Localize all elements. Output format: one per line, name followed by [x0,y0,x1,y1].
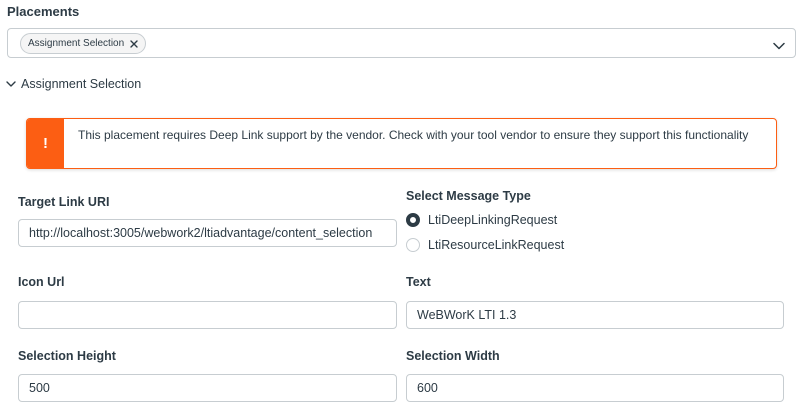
target-link-uri-label: Target Link URI [18,195,110,209]
chevron-down-icon[interactable] [773,38,785,56]
chevron-down-icon [6,77,16,91]
placement-tag[interactable]: Assignment Selection [20,33,147,54]
deep-link-warning-alert: ! This placement requires Deep Link supp… [26,118,777,169]
placements-label: Placements [7,4,80,19]
radio-button-checked[interactable] [406,213,420,227]
warning-icon: ! [27,119,64,168]
remove-tag-icon[interactable] [129,39,139,49]
selection-width-label: Selection Width [406,349,500,363]
radio-label: LtiResourceLinkRequest [428,238,565,252]
selection-height-label: Selection Height [18,349,116,363]
radio-button-unchecked[interactable] [406,238,420,252]
radio-lti-resource-link-request[interactable]: LtiResourceLinkRequest [406,238,564,252]
icon-url-label: Icon Url [18,275,65,289]
assignment-selection-toggle[interactable]: Assignment Selection [6,76,141,91]
radio-label: LtiDeepLinkingRequest [428,213,558,227]
selection-height-input[interactable] [18,374,397,402]
alert-message: This placement requires Deep Link suppor… [78,128,749,142]
text-input[interactable] [406,301,784,329]
section-title: Assignment Selection [21,76,142,91]
icon-url-input[interactable] [18,301,397,329]
placement-tag-label: Assignment Selection [28,38,125,49]
message-type-label: Select Message Type [406,189,531,203]
radio-lti-deep-linking-request[interactable]: LtiDeepLinkingRequest [406,213,557,227]
selection-width-input[interactable] [406,374,784,402]
text-label: Text [406,275,431,289]
target-link-uri-input[interactable] [18,219,397,247]
placements-multiselect[interactable]: Assignment Selection [7,28,796,58]
